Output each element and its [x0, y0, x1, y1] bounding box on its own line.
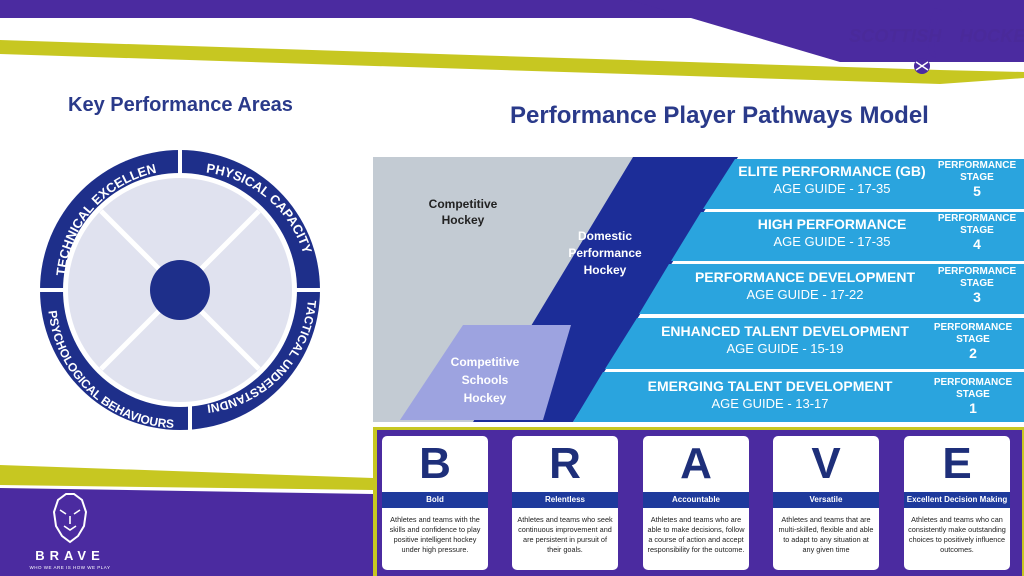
card-desc: Athletes and teams who are able to make … [647, 515, 745, 554]
domestic-hockey-label: Domestic Performance Hockey [568, 229, 642, 277]
stage-age: AGE GUIDE - 17-35 [773, 181, 891, 196]
card-title: Versatile [773, 492, 879, 508]
stage-label-text: PERFORMANCE STAGE [933, 322, 1013, 345]
stage-number: 2 [969, 345, 977, 361]
card-title: Relentless [512, 492, 618, 508]
card-desc: Athletes and teams that are multi-skille… [778, 515, 874, 554]
bottom-olive-stripe [0, 465, 373, 490]
card-desc: Athletes and teams who seek continuous i… [517, 515, 613, 554]
scottish-hockey-logo: SCOTTISH HOCKEY [849, 26, 1024, 47]
card-letter: V [811, 439, 841, 488]
stage-2-label: PERFORMANCE STAGE 2 [928, 322, 1018, 361]
competitive-hockey-label: Competitive Hockey [428, 197, 498, 227]
stage-label-text: PERFORMANCE STAGE [937, 266, 1017, 289]
stage-3-label: PERFORMANCE STAGE 3 [932, 266, 1022, 305]
schools-hockey-region [400, 325, 571, 420]
stage-1: EMERGING TALENT DEVELOPMENT AGE GUIDE - … [645, 373, 895, 421]
card-letter: A [680, 439, 712, 488]
logo-text-1: SCOTTISH [849, 26, 942, 46]
pathways-title: Performance Player Pathways Model [510, 102, 929, 129]
top-right-purple-wedge [630, 0, 1024, 62]
kpa-title: Key Performance Areas [68, 94, 293, 116]
stage1-band [573, 372, 1024, 422]
stage-label-text: PERFORMANCE STAGE [937, 160, 1017, 183]
stage-3: PERFORMANCE DEVELOPMENT AGE GUIDE - 17-2… [680, 264, 930, 312]
stage-number: 4 [973, 236, 981, 252]
brave-card-bold: B Bold Athletes and teams with the skill… [382, 436, 488, 570]
logo-swoosh2-icon [938, 8, 962, 42]
top-olive-stripe [0, 40, 1024, 84]
stage-4: HIGH PERFORMANCE AGE GUIDE - 17-35 [737, 211, 927, 259]
card-desc: Athletes and teams who can consistently … [908, 515, 1006, 554]
logo-text-2: HOCKEY [959, 26, 1024, 46]
stage-name: ENHANCED TALENT DEVELOPMENT [661, 323, 909, 339]
brave-card-versatile: V Versatile Athletes and teams that are … [773, 436, 879, 570]
stage-name: HIGH PERFORMANCE [757, 216, 907, 232]
card-title: Excellent Decision Making [904, 492, 1010, 508]
wheel-center [150, 260, 210, 320]
card-letter: B [419, 439, 451, 488]
stage3-band [639, 264, 1024, 314]
stage-age: AGE GUIDE - 15-19 [726, 341, 844, 356]
card-desc: Athletes and teams with the skills and c… [389, 515, 481, 554]
stage-age: AGE GUIDE - 17-22 [746, 287, 864, 302]
lion-logo-icon [52, 493, 88, 544]
stage-4-label: PERFORMANCE STAGE 4 [932, 213, 1022, 252]
kpa-wheel: TECHNICAL EXCELLENCE PHYSICAL CAPACITY T… [30, 140, 325, 435]
stage-name: ELITE PERFORMANCE (GB) [738, 163, 926, 179]
card-title: Accountable [643, 492, 749, 508]
stage-name: PERFORMANCE DEVELOPMENT [694, 269, 916, 285]
stage-age: AGE GUIDE - 13-17 [711, 396, 829, 411]
stage2-band [605, 318, 1024, 369]
stage-number: 1 [969, 400, 977, 416]
stage-label-text: PERFORMANCE STAGE [937, 213, 1017, 236]
stage-age: AGE GUIDE - 17-35 [773, 234, 891, 249]
brave-card-excellent-decision-making: E Excellent Decision Making Athletes and… [904, 436, 1010, 570]
pathway-diagram [373, 157, 1024, 422]
stage-label-text: PERFORMANCE STAGE [933, 377, 1013, 400]
card-letter: E [942, 439, 972, 488]
stage-5: ELITE PERFORMANCE (GB) AGE GUIDE - 17-35 [737, 158, 927, 206]
stage-1-label: PERFORMANCE STAGE 1 [928, 377, 1018, 416]
stage-name: EMERGING TALENT DEVELOPMENT [647, 378, 893, 394]
brave-card-accountable: A Accountable Athletes and teams who are… [643, 436, 749, 570]
bottom-purple-band [0, 488, 373, 576]
stage-5-label: PERFORMANCE STAGE 5 [932, 160, 1022, 199]
brave-brand-tagline: WHO WE ARE IS HOW WE PLAY [29, 565, 111, 570]
logo-swoosh-icon [928, 8, 942, 58]
stage5-band [703, 159, 1024, 209]
schools-hockey-label: Competitive Schools Hockey [450, 355, 520, 405]
brave-card-relentless: R Relentless Athletes and teams who seek… [512, 436, 618, 570]
competitive-hockey-region [373, 157, 633, 422]
stage4-band [671, 212, 1024, 261]
stage-number: 5 [973, 183, 981, 199]
stage-2: ENHANCED TALENT DEVELOPMENT AGE GUIDE - … [660, 318, 910, 366]
stage-number: 3 [973, 289, 981, 305]
brave-brand-word: BRAVE [35, 548, 105, 563]
card-title: Bold [382, 492, 488, 508]
card-letter: R [549, 439, 581, 488]
